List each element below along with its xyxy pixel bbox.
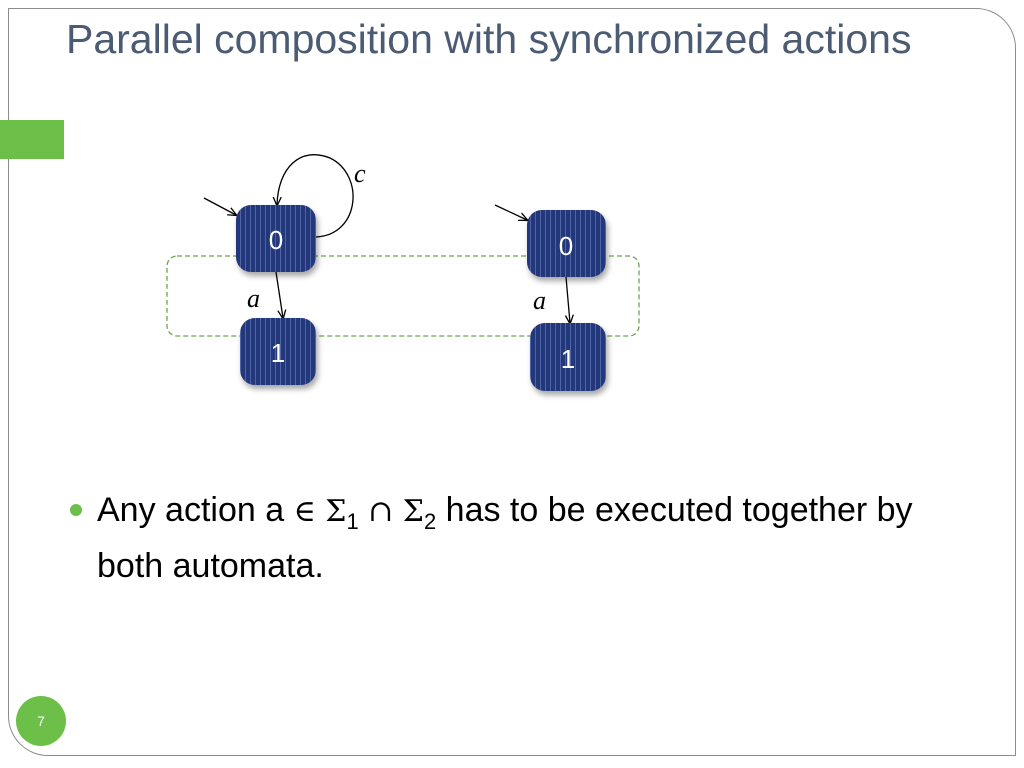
- bullet-suffix: has to be executed together by both auto…: [97, 491, 913, 585]
- automaton-2-state-0-label: 0: [559, 231, 573, 261]
- automaton-1: c 0 a 1: [203, 154, 366, 385]
- automaton-2-state-1-label: 1: [561, 344, 575, 374]
- automaton-2: 0 a 1: [494, 204, 606, 391]
- bullet-prefix: Any action a: [97, 491, 294, 529]
- slide-frame: [8, 8, 1016, 756]
- initial-arrow-2: [494, 204, 527, 220]
- transition-a-arrow-1: [275, 271, 283, 318]
- intersection-symbol: ∩: [368, 494, 394, 529]
- transition-a-label-2: a: [533, 286, 546, 315]
- sigma-subscript-1: 1: [346, 509, 359, 534]
- bullet-dot-icon: [70, 504, 82, 516]
- self-loop-c-label: c: [354, 159, 366, 188]
- title-accent-bar: [0, 120, 64, 159]
- sigma-subscript-2: 2: [423, 509, 437, 534]
- automaton-1-state-1-label: 1: [271, 338, 285, 368]
- self-loop-c-arrow: [277, 154, 354, 238]
- automaton-1-state-1: [240, 318, 316, 385]
- automaton-2-state-0: [527, 210, 606, 277]
- element-of-symbol: ∈: [293, 494, 316, 529]
- sync-action-box: [166, 255, 640, 337]
- bullet-item: Any action a ∈ Σ1 ∩ Σ2 has to be execute…: [70, 488, 970, 588]
- bullet-text: Any action a ∈ Σ1 ∩ Σ2 has to be execute…: [97, 488, 970, 588]
- automaton-1-state-0-label: 0: [269, 225, 283, 255]
- slide-title: Parallel composition with synchronized a…: [66, 16, 912, 62]
- transition-a-label-1: a: [247, 284, 260, 313]
- automaton-2-state-1: [530, 323, 606, 391]
- automaton-1-state-0: [236, 205, 316, 272]
- initial-arrow-1: [203, 197, 236, 215]
- sigma-symbol-2: Σ: [402, 494, 424, 529]
- sigma-symbol-1: Σ: [325, 494, 347, 529]
- page-number-badge: 7: [16, 696, 66, 746]
- transition-a-arrow-2: [566, 276, 570, 323]
